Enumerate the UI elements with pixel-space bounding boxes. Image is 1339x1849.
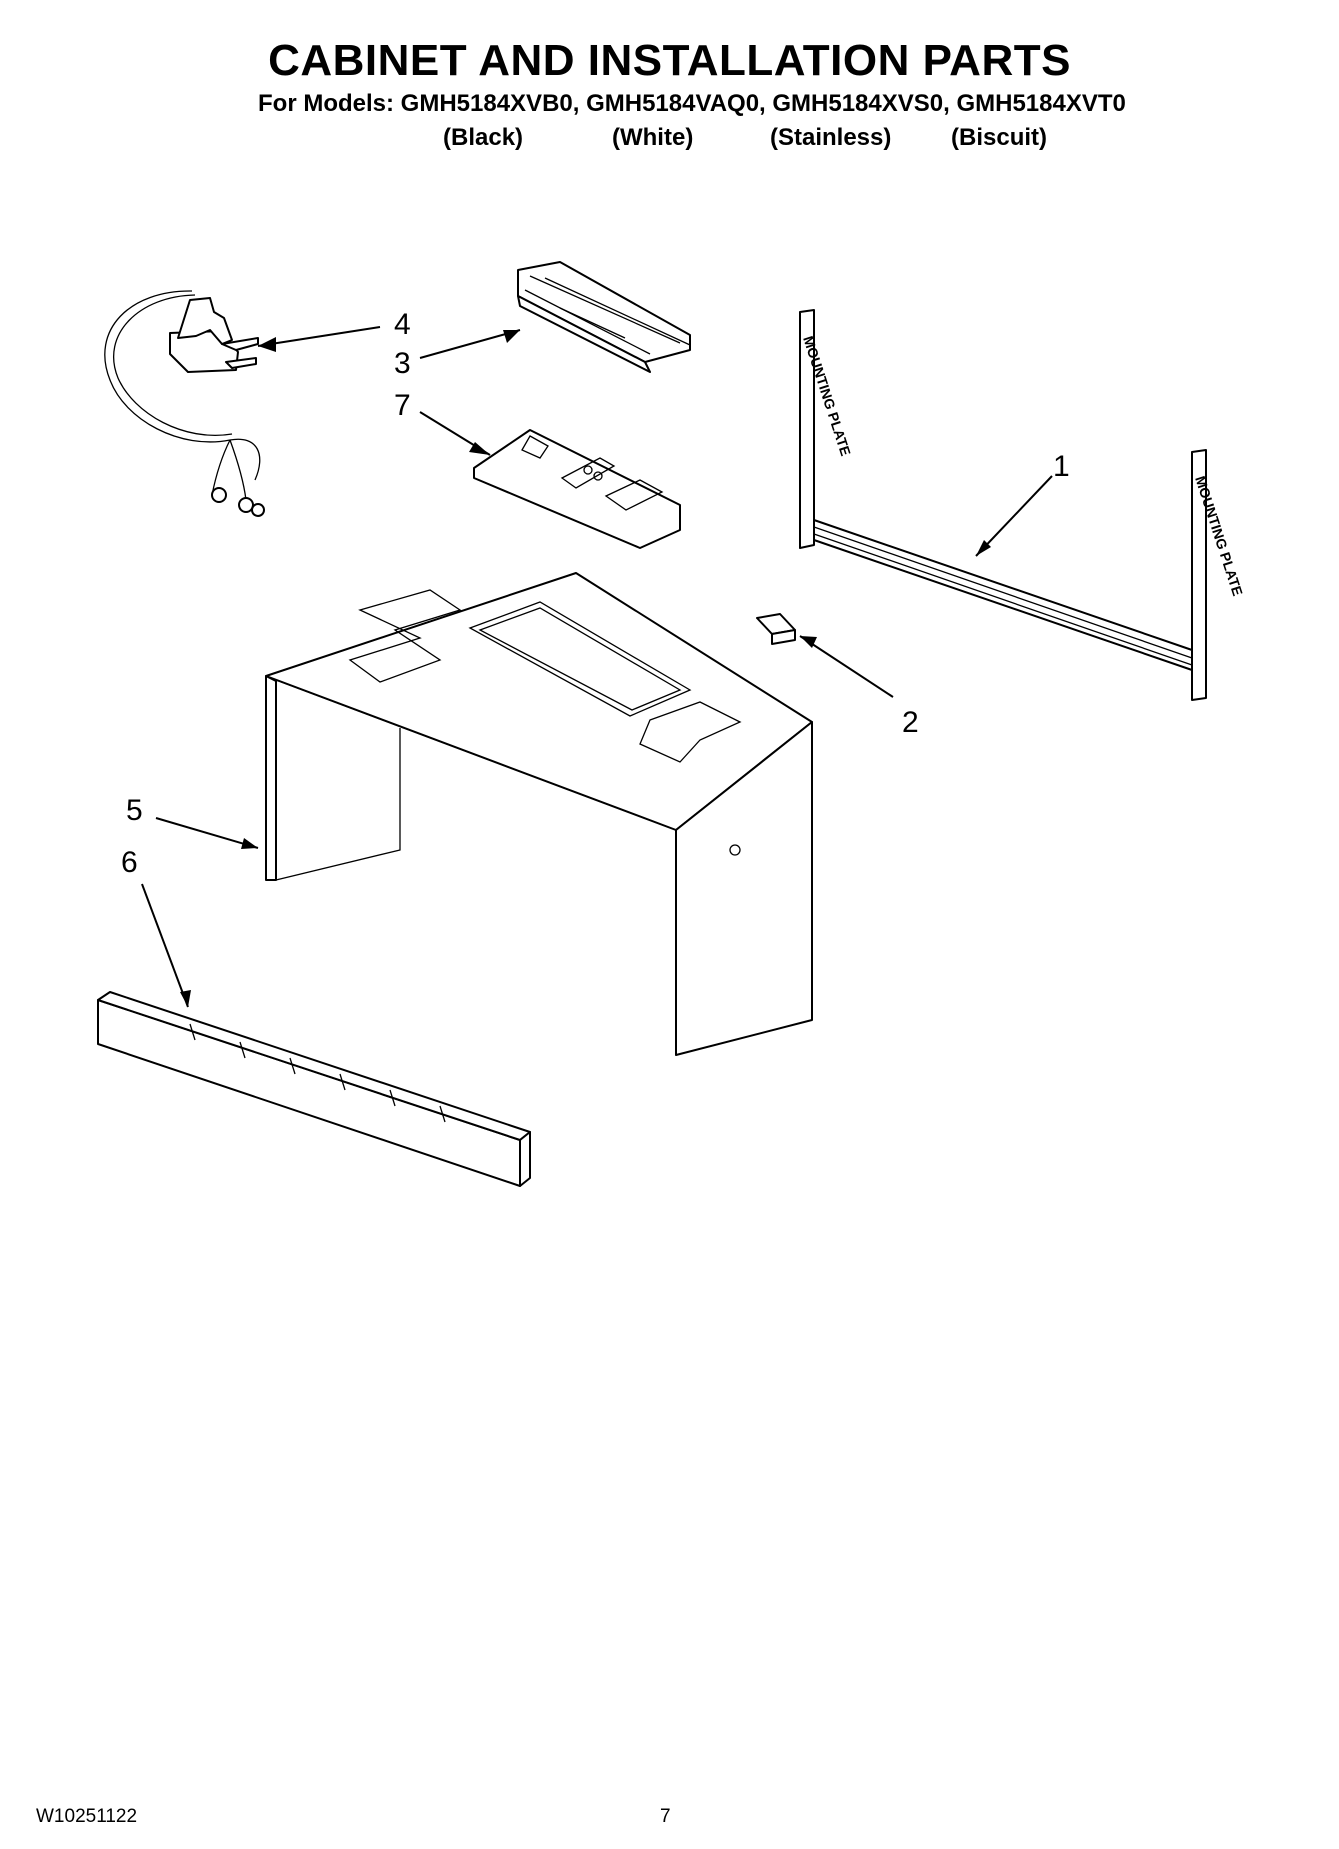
leader-arrowhead [800,636,817,648]
color-label-stainless: (Stainless) [770,124,892,151]
color-label-black: (Black) [443,124,524,151]
models-line: For Models: GMH5184XVB0, GMH5184VAQ0, GM… [258,90,1126,117]
document-number: W10251122 [36,1806,138,1827]
leader-line-1 [975,475,1053,557]
leader-line-2 [799,635,894,698]
color-label-biscuit: (Biscuit) [951,124,1047,151]
callout-3: 3 [394,347,411,380]
leader-arrowhead [503,330,520,343]
page-number: 7 [660,1806,671,1827]
leader-line-6 [141,883,189,1008]
callout-2: 2 [902,706,919,739]
callout-1: 1 [1053,450,1070,483]
leader-line-4 [257,326,381,347]
leader-arrowhead [241,838,258,849]
leader-line-5 [155,817,259,849]
page-title: CABINET AND INSTALLATION PARTS [268,36,1071,85]
cord-ring-terminal [211,487,227,503]
bottom-vent-part [97,991,531,1187]
top-grille-part [517,261,691,373]
leader-arrowhead [258,337,276,352]
small-bracket-part [756,613,796,645]
color-label-white: (White) [612,124,694,151]
callout-6: 6 [121,846,138,879]
mounting-bracket-plate-part [473,429,681,549]
cord-ring-terminal [251,503,265,517]
leader-arrowhead [180,990,191,1007]
callout-7: 7 [394,389,411,422]
power-cord-part [104,290,265,517]
mounting-plate-part: MOUNTING PLATE MOUNTING PLATE [799,309,1246,701]
leader-arrowhead [469,442,490,455]
callout-4: 4 [394,308,411,341]
leader-arrowhead [976,540,991,556]
cord-ring-terminal [238,497,254,513]
callout-5: 5 [126,794,143,827]
cabinet-wrapper-part [265,572,813,1056]
leader-lines [141,326,1053,1008]
leader-line-3 [419,329,521,359]
